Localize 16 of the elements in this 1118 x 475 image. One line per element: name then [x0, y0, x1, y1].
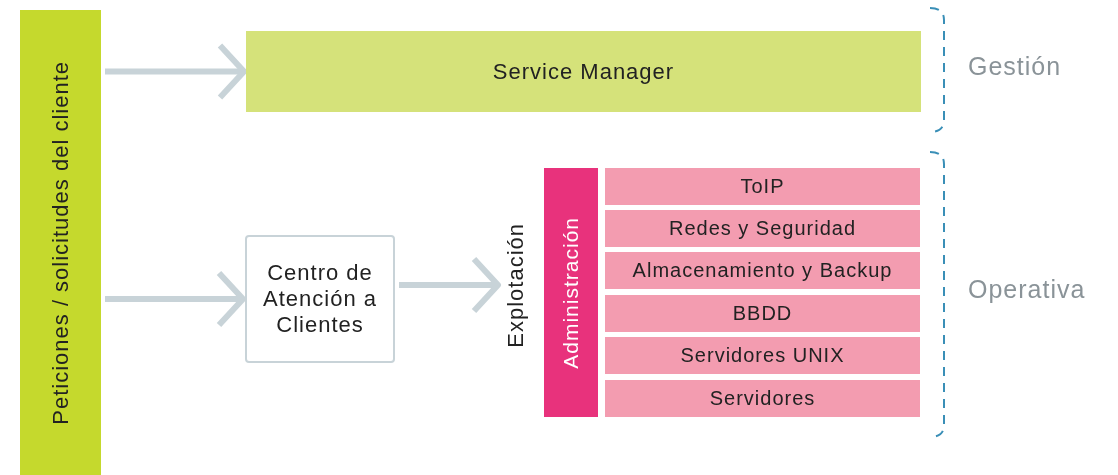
- list-row: Servidores UNIX: [605, 337, 920, 374]
- list-row: Redes y Seguridad: [605, 210, 920, 247]
- section-label: Gestión: [968, 52, 1062, 81]
- section-label: Operativa: [968, 275, 1086, 304]
- arrow: [399, 256, 501, 314]
- process-box: Centro de Atención a Clientes: [245, 235, 395, 363]
- vertical-label: Explotación: [500, 205, 532, 365]
- arrow: [105, 42, 247, 101]
- list-row: BBDD: [605, 295, 920, 332]
- vertical-bar: Administración: [544, 168, 598, 417]
- list-row: ToIP: [605, 168, 920, 205]
- list-row: Almacenamiento y Backup: [605, 252, 920, 289]
- list-row: Servidores: [605, 380, 920, 417]
- process-box: Service Manager: [246, 31, 921, 112]
- arrow: [105, 270, 246, 328]
- vertical-bar: Peticiones / solicitudes del cliente: [20, 10, 101, 475]
